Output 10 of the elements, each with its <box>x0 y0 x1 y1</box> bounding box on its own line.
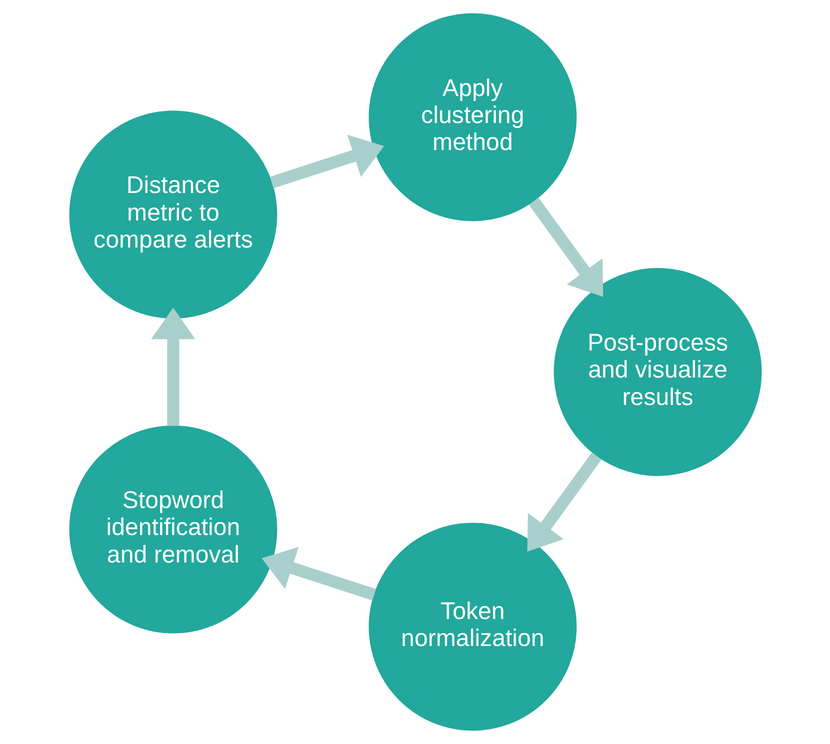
node-circle: Stopword identification and removal <box>68 425 277 634</box>
node-circle: Token normalization <box>368 522 576 731</box>
arrow <box>269 134 384 188</box>
node-circle: Apply clustering method <box>368 13 576 222</box>
node-circle: Distance metric to compare alerts <box>68 110 277 319</box>
arrow <box>150 308 195 426</box>
arrow <box>261 546 376 600</box>
arrow <box>526 452 602 552</box>
node-circle: Post-process and visualize results <box>553 268 762 476</box>
arrow <box>528 198 603 297</box>
